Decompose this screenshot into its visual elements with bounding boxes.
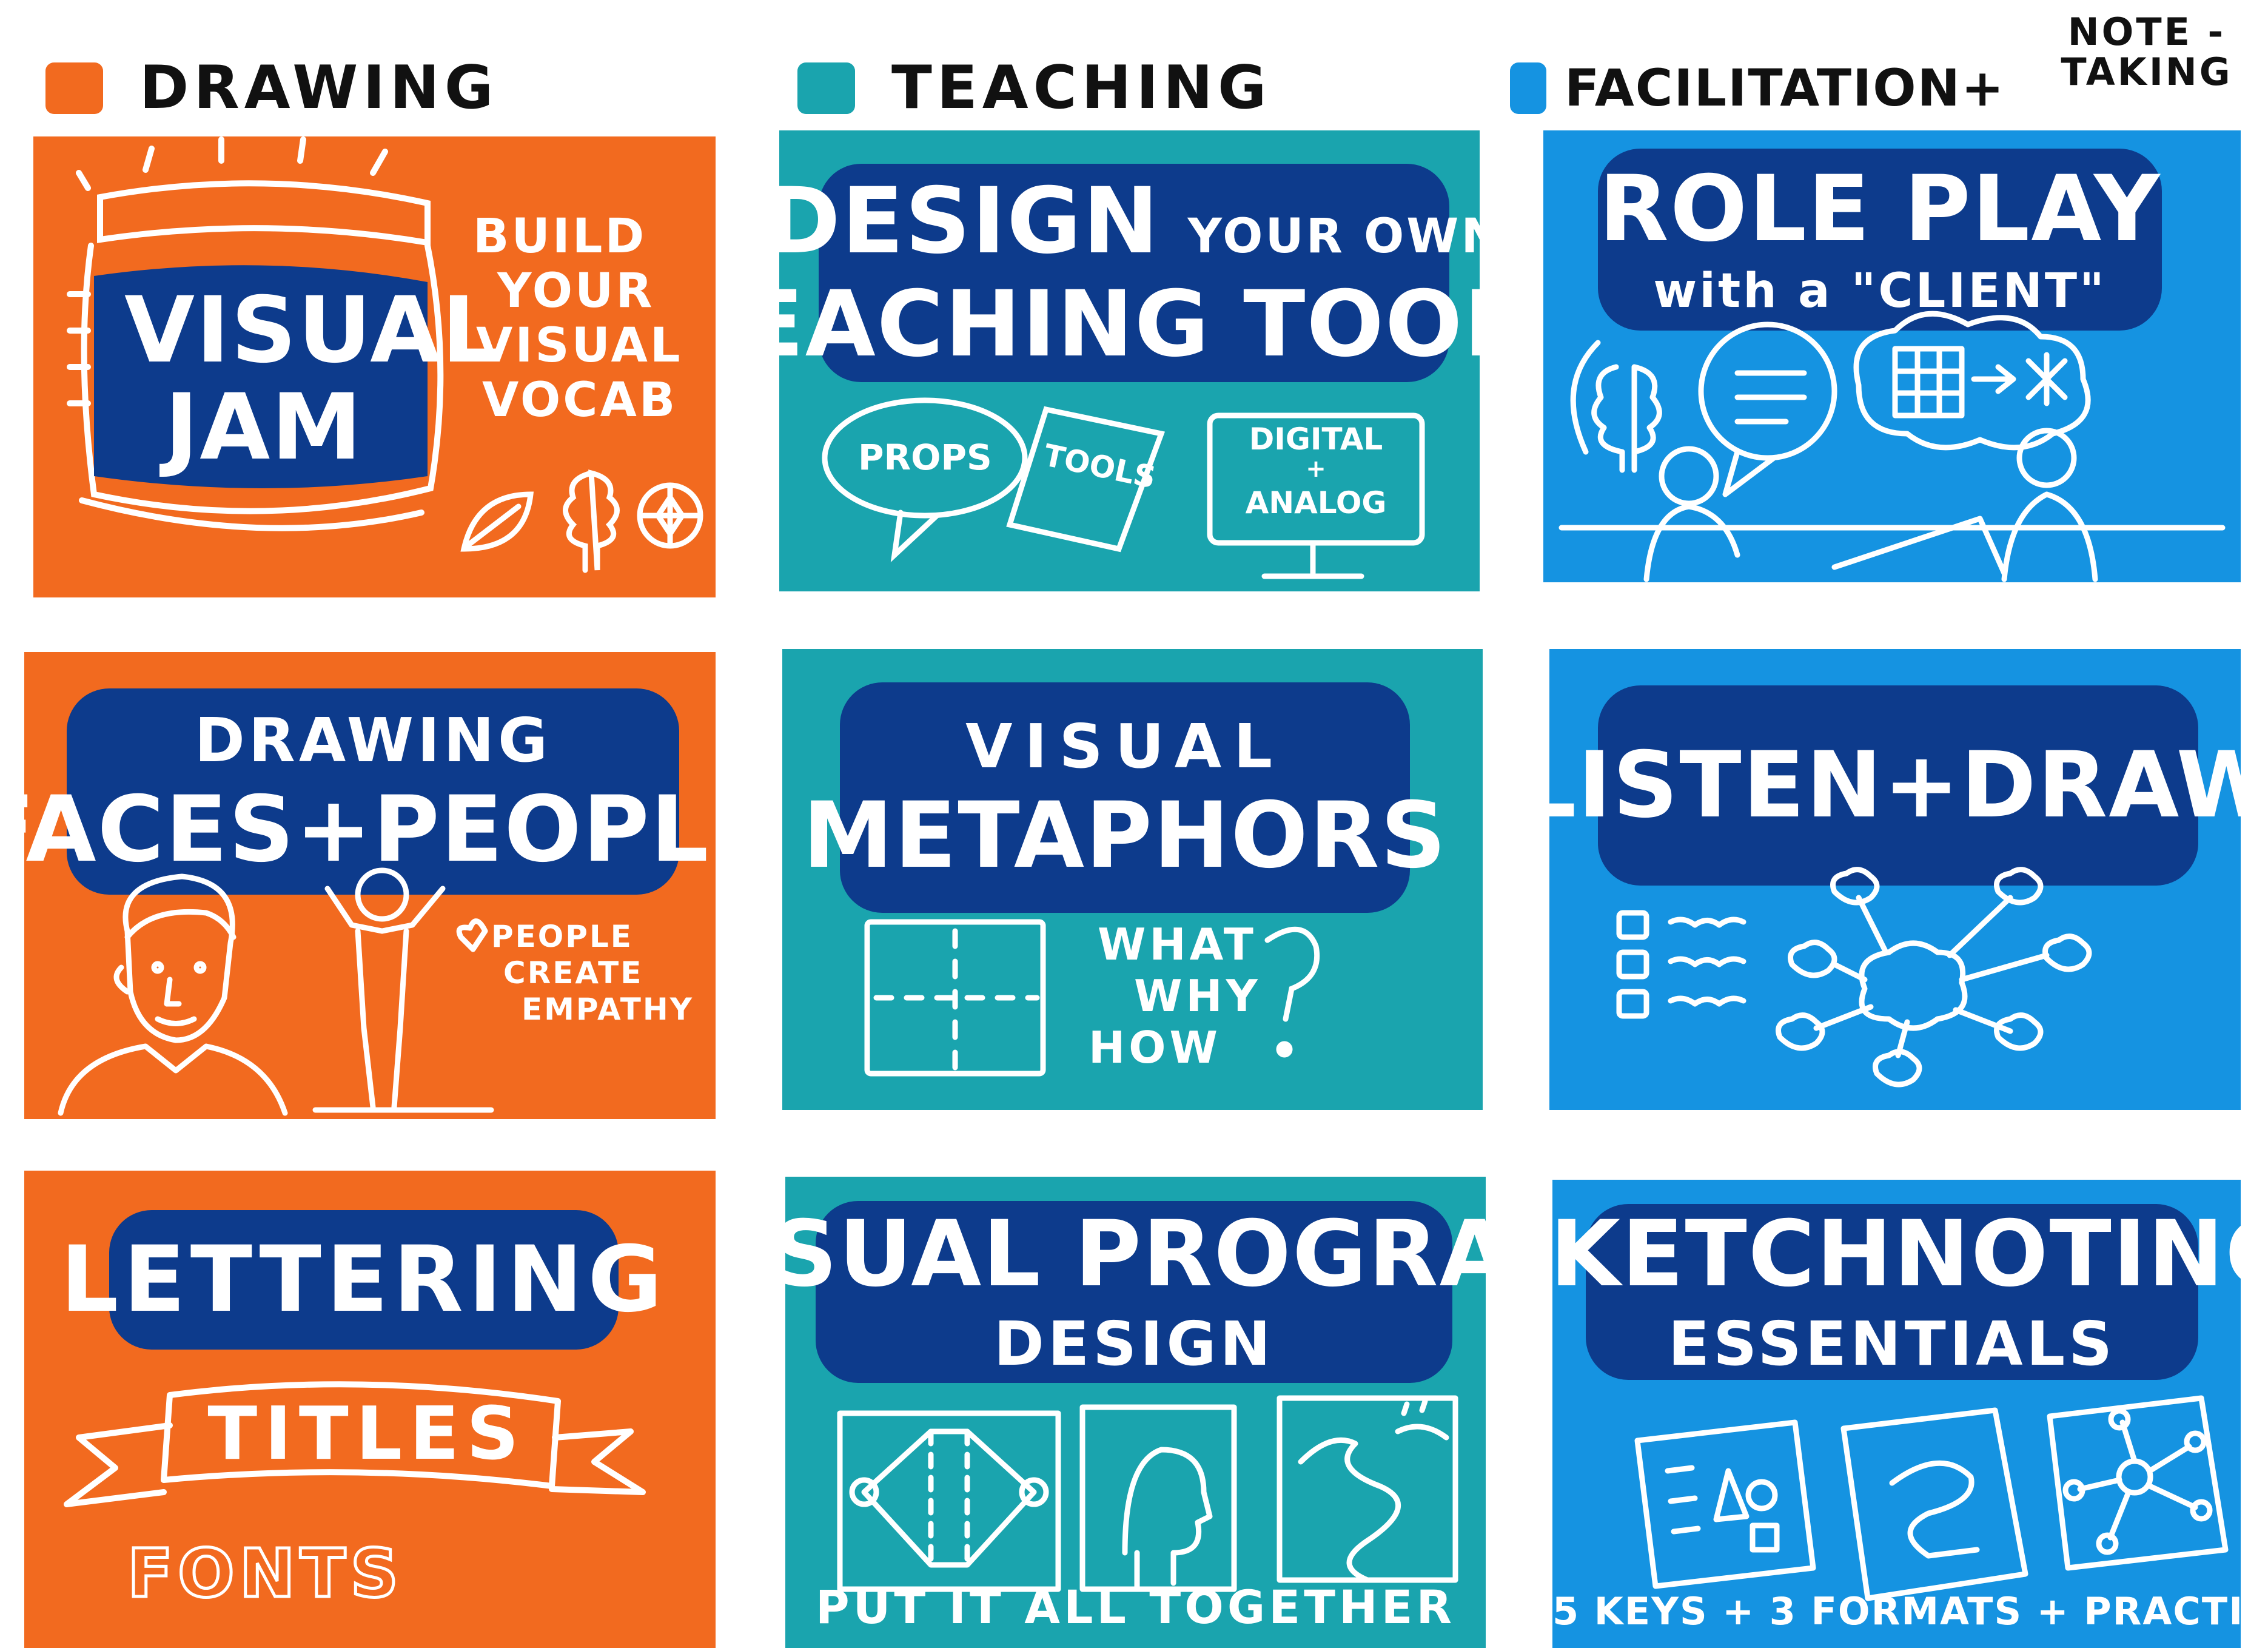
card-sketchnoting[interactable]: SKETCHNOTING ESSENTIALS 5 KE [1552,1180,2241,1648]
card-title-line: FACES+PEOPLE [24,776,716,883]
note-line: NOTE - [2067,10,2226,54]
side-text: VOCAB [482,373,678,428]
column-header-teaching: TEACHING [797,42,1272,133]
title-banner: VISUAL PROGRAM DESIGN [785,1201,1486,1383]
plus-label: + [1306,455,1326,483]
question-text: WHY [1134,970,1261,1021]
card-title-line: TEACHING TOOLS [779,272,1480,377]
card-title-line: YOUR OWN [1187,209,1480,264]
note-taking-label: NOTE - TAKING [2038,12,2256,92]
title-banner: DRAWING FACES+PEOPLE [24,688,716,895]
column-title: DRAWING [139,53,498,123]
ribbon-banner-icon [24,1171,716,1648]
title-banner: LISTEN+DRAW [1549,685,2241,886]
card-title-line: LETTERING [60,1227,668,1333]
card-title-line: ESSENTIALS [1668,1308,2116,1379]
card-title-line: JAM [164,375,363,480]
analog-label: ANALOG [1245,485,1387,520]
card-title-line: with a "CLIENT" [1653,264,2107,318]
column-title: TEACHING [891,53,1272,123]
card-visual-jam[interactable]: VISUAL JAM BUILD YOUR VISUAL VOCAB [33,136,716,597]
side-text: BUILD [473,209,647,264]
props-tools-sketch [779,130,1480,591]
compass-icon [634,476,713,561]
column-header-drawing: DRAWING [45,42,498,133]
card-title-line: VISUAL [965,710,1284,782]
title-banner: LETTERING [61,1210,662,1350]
sketchnote-pages-sketch [1552,1180,2241,1648]
footer-text: 5 KEYS + 3 FORMATS + PRACTICE [1552,1589,2241,1633]
title-banner: ROLE PLAY with a "CLIENT" [1598,149,2162,331]
card-lettering[interactable]: LETTERING TITLES FONTS [24,1171,716,1648]
note-text: CREATE [503,955,643,990]
jar-icon [33,136,716,597]
digital-label: DIGITAL [1249,422,1383,457]
card-title-line: LISTEN+DRAW [1549,733,2241,838]
card-title-line: DRAWING [194,704,552,776]
footer-text: PUT IT ALL TOGETHER [815,1580,1456,1634]
column-header-facilitation: FACILITATION+ [1510,42,2005,133]
fonts-label: FONTS [126,1533,403,1614]
title-banner: VISUAL METAPHORS [802,682,1446,913]
card-title-line: VISUAL PROGRAM [785,1201,1486,1307]
card-program-design[interactable]: VISUAL PROGRAM DESIGN PUT IT ALL TOGETHE… [785,1177,1486,1648]
note-line: TAKING [2061,50,2233,94]
card-title-line: SKETCHNOTING [1552,1201,2241,1307]
card-title-line: DESIGN [779,169,1160,274]
card-role-play[interactable]: ROLE PLAY with a "CLIENT" [1543,130,2241,582]
card-title-line: DESIGN [993,1308,1275,1379]
card-title-line: METAPHORS [802,782,1448,889]
card-faces-people[interactable]: DRAWING FACES+PEOPLE PEOPLE CREATE EMPAT… [24,652,716,1119]
column-title: FACILITATION+ [1565,58,2005,118]
quadrant-sketch [782,649,1483,1110]
mindmap-sketch [1549,649,2241,1110]
card-title-line: ROLE PLAY [1599,156,2161,262]
title-banner: DESIGN YOUR OWN TEACHING TOOLS [779,164,1480,382]
leaf-icon [452,476,706,573]
props-label: PROPS [858,437,992,478]
card-title-line: VISUAL [124,278,501,383]
note-text: PEOPLE [491,919,633,954]
side-text: YOUR [497,264,655,318]
tree-icon [555,467,628,576]
teal-swatch [797,62,855,114]
side-text: VISUAL [476,318,683,373]
note-text: EMPATHY [522,992,694,1027]
card-teaching-tools[interactable]: DESIGN YOUR OWN TEACHING TOOLS PROPS TOO… [779,130,1480,591]
card-visual-metaphors[interactable]: VISUAL METAPHORS WHAT WHY HOW [782,649,1483,1110]
question-text: WHAT [1098,919,1257,970]
blue-swatch [1510,62,1546,114]
title-banner: SKETCHNOTING ESSENTIALS [1552,1204,2241,1380]
orange-swatch [45,62,103,114]
titles-label: TITLES [207,1392,526,1476]
storyboard-sketch [785,1177,1486,1648]
card-listen-draw[interactable]: LISTEN+DRAW [1549,649,2241,1110]
role-play-sketch [1543,130,2241,582]
face-person-sketch [24,652,716,1119]
question-text: HOW [1089,1022,1221,1073]
